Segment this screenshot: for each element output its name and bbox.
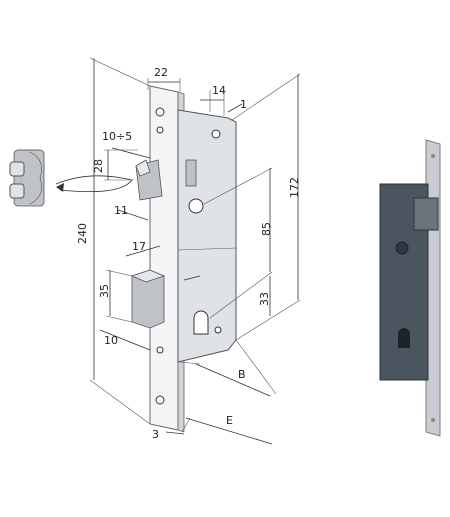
dim-E: E: [226, 414, 233, 427]
screw-hole: [155, 107, 165, 117]
dead-bolt: [130, 269, 166, 329]
screw-hole: [156, 346, 164, 354]
screw-hole: [155, 395, 165, 405]
lock-photo: [379, 139, 441, 437]
dim-10-5: 10÷5: [102, 130, 132, 143]
spindle-hole: [188, 198, 204, 214]
dim-11: 11: [114, 204, 128, 217]
dim-35: 35: [98, 284, 111, 298]
dim-3: 3: [152, 428, 159, 441]
dim-85: 85: [260, 222, 273, 236]
dim-17: 17: [132, 240, 146, 253]
screw-hole: [156, 126, 164, 134]
latch-detail-icon: [9, 149, 45, 207]
dim-14: 14: [212, 84, 226, 97]
dim-10: 10: [104, 334, 118, 347]
latch-bolt: [135, 159, 163, 201]
cylinder-hole: [193, 310, 209, 335]
dim-1: 1: [240, 98, 247, 111]
dim-172: 172: [288, 177, 301, 198]
dim-240: 240: [76, 223, 89, 244]
lock-body: [177, 109, 237, 363]
dim-22: 22: [154, 66, 168, 79]
dim-33: 33: [258, 292, 271, 306]
dim-B: B: [238, 368, 246, 381]
dim-28: 28: [92, 159, 105, 173]
rotation-arrow-icon: [55, 175, 133, 192]
